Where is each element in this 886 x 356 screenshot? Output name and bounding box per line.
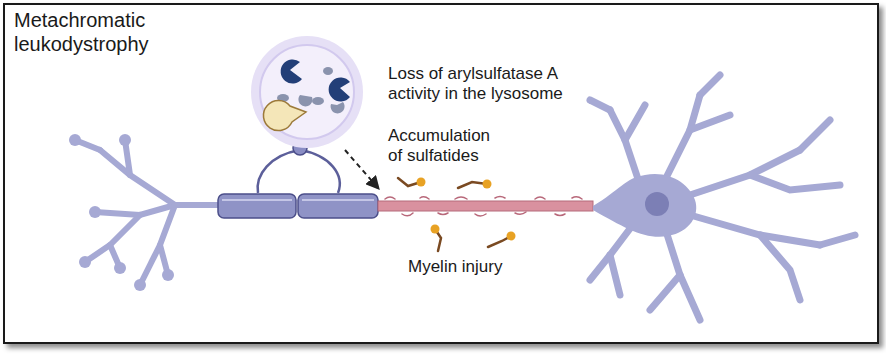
myelin-sheath-part [218, 194, 296, 218]
terminal-bulbs-part [134, 279, 146, 291]
lysosome-outer [251, 36, 363, 148]
terminal-bulbs-part [79, 256, 91, 268]
axon-terminal [75, 140, 218, 285]
terminal-bulbs-part [89, 206, 101, 218]
neuron-dendrites-part [625, 105, 645, 140]
sulfatide-head-part [431, 225, 440, 234]
enzyme-shapes [263, 59, 350, 130]
terminal-bulbs-part [119, 134, 131, 146]
enzyme-shapes-part [281, 59, 302, 83]
myelin-debris-part [455, 197, 467, 199]
myelin-debris-part [402, 213, 413, 216]
axon-terminal-part [100, 150, 218, 205]
myelin-debris-part [420, 197, 429, 199]
process-note: Accumulation of sulfatides [388, 126, 506, 167]
sulfatide [398, 178, 511, 251]
enzyme-shapes-part [312, 97, 324, 105]
neuron-dendrites-part [610, 255, 620, 295]
lysosome-inner [260, 45, 354, 139]
terminal-bulbs-part [162, 269, 174, 281]
neuron-dendrites [590, 75, 855, 320]
axon-terminal-part [95, 205, 175, 215]
myelin-sheath-part [302, 199, 374, 201]
myelin-debris-part [385, 197, 395, 199]
terminal-bulbs-part [114, 262, 126, 274]
axon-terminal-part [160, 205, 175, 275]
neuron-dendrites-part [820, 235, 855, 245]
neuron-dendrites-part [700, 75, 720, 95]
myelin-sheath [218, 194, 378, 218]
oligodendrocyte [258, 150, 340, 193]
sulfatide-head-part [417, 178, 426, 187]
terminal-bulbs-part [69, 134, 81, 146]
figure-title: Metachromatic leukodystrophy [14, 8, 164, 56]
dashed-arrow [345, 150, 378, 188]
myelin-debris-part [438, 213, 448, 215]
neuron-dendrites-part [665, 95, 700, 180]
terminal-bulbs [69, 134, 174, 291]
myelin-sheath-part [298, 194, 378, 218]
sulfatide-head-part [483, 180, 492, 189]
sulfatide-head-part [507, 232, 516, 241]
neuron-soma [593, 174, 696, 237]
enzyme-shapes-part [263, 101, 306, 131]
neuron-dendrites-part [590, 100, 610, 110]
enzyme-shapes-part [298, 95, 312, 106]
oligodendrocyte-part [258, 150, 300, 193]
neuron-dendrites-part [650, 275, 680, 310]
myelin-debris-part [555, 214, 565, 216]
neuron-dendrites-part [800, 120, 830, 150]
myelin-debris [385, 197, 582, 217]
oligodendrocyte-part [300, 150, 340, 193]
process-note: Loss of arylsulfatase A activity in the … [388, 64, 593, 105]
nucleus [645, 192, 669, 216]
neuron-dendrites-part [690, 215, 820, 245]
myelin-sheath-part [222, 199, 292, 201]
myelin-debris-part [535, 197, 545, 199]
enzyme-shapes-part [329, 78, 350, 102]
axon-terminal-part [140, 245, 160, 285]
sulfatide-head [417, 178, 516, 241]
myelin-debris-part [495, 197, 505, 199]
damaged-axon [378, 201, 593, 211]
myelin-debris-part [572, 197, 582, 199]
neuron-dendrites-part [760, 235, 800, 300]
myelin-debris-part [515, 212, 526, 214]
neuron-dendrites-part [690, 115, 730, 130]
process-note: Myelin injury [408, 257, 548, 277]
enzyme-shapes-part [331, 102, 345, 113]
enzyme-shapes-part [323, 67, 333, 75]
neuron-dendrites-part [750, 175, 840, 190]
myelin-debris-part [475, 214, 486, 216]
